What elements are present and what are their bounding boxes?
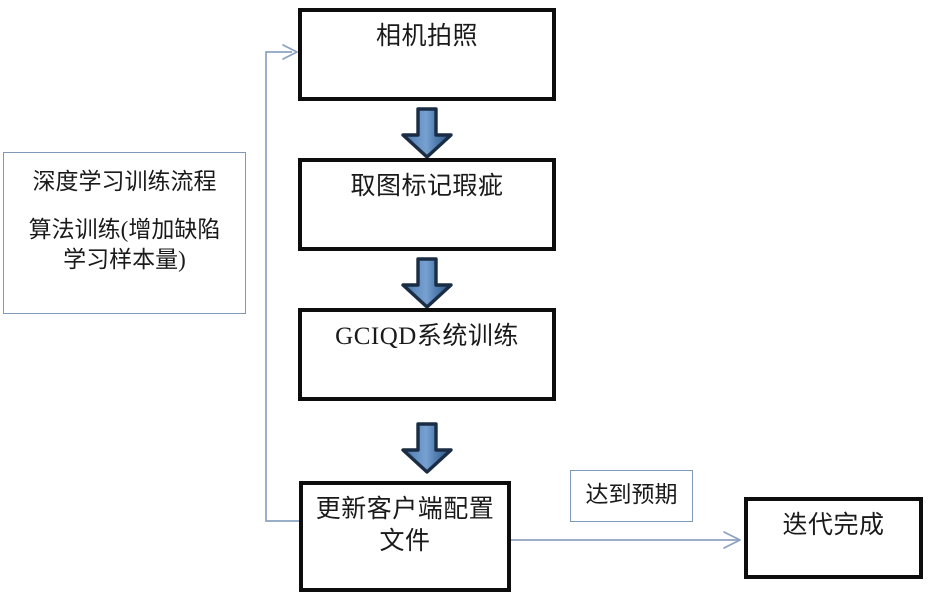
step-label-gciqd-training: GCIQD系统训练 [335, 323, 519, 350]
terminal-box-iteration-complete[interactable]: 迭代完成 [744, 497, 923, 579]
step-box-gciqd-training[interactable]: GCIQD系统训练 [298, 308, 556, 401]
step-label-mark-defects: 取图标记瑕疵 [350, 173, 504, 200]
condition-label-box: 达到预期 [570, 470, 693, 522]
block-arrow-down-icon-3 [401, 422, 453, 474]
block-arrow-down-icon-1 [401, 107, 453, 159]
note-line-process: 深度学习训练流程 [32, 169, 217, 194]
note-line-algorithm: 算法训练(增加缺陷 学习样本量) [28, 216, 221, 272]
condition-label-text: 达到预期 [585, 481, 678, 507]
step-box-update-client-config[interactable]: 更新客户端配置 文件 [299, 481, 511, 592]
step-box-mark-defects[interactable]: 取图标记瑕疵 [298, 158, 556, 251]
step-label-update-client-config: 更新客户端配置 文件 [315, 496, 495, 555]
step-box-camera-capture[interactable]: 相机拍照 [298, 8, 556, 101]
block-arrow-down-icon-2 [401, 257, 453, 309]
terminal-label-iteration-complete: 迭代完成 [782, 512, 885, 539]
training-process-note-box: 深度学习训练流程 算法训练(增加缺陷 学习样本量) [3, 152, 246, 314]
step-label-camera-capture: 相机拍照 [375, 23, 478, 50]
